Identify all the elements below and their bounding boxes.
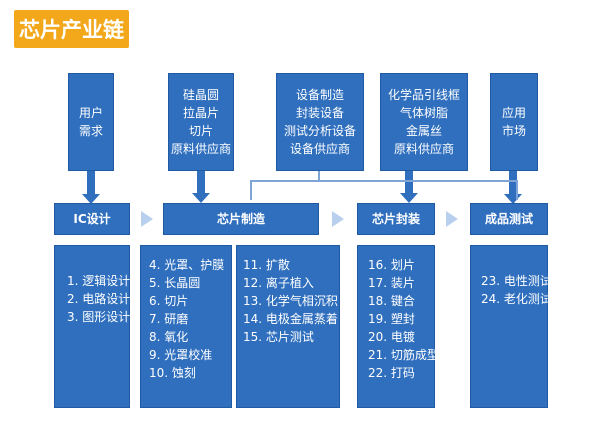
stage-fabrication: 芯片制造 — [163, 203, 319, 235]
step-item: 16. 划片 — [368, 258, 415, 272]
stage-label: IC设计 — [73, 212, 111, 226]
fab-steps-box-a: 4. 光罩、护膜 5. 长晶圆 6. 切片 7. 研磨 8. 氧化 9. 光罩校… — [140, 245, 232, 408]
connector-line — [516, 180, 518, 200]
connector-line — [318, 171, 320, 181]
step-item: 24. 老化测试 — [481, 292, 552, 306]
down-arrow-icon — [82, 194, 100, 204]
down-arrow-icon — [400, 193, 418, 203]
box-line: 测试分析设备 — [283, 124, 356, 138]
stage-final-test: 成品测试 — [470, 203, 548, 235]
box-line: 原料供应商 — [170, 142, 231, 156]
step-item: 6. 切片 — [149, 294, 189, 308]
box-line: 设备供应商 — [289, 142, 350, 156]
step-item: 2. 电路设计 — [67, 292, 131, 306]
stage-label: 成品测试 — [484, 212, 533, 226]
step-item: 11. 扩散 — [243, 258, 290, 272]
down-arrow-icon — [192, 193, 210, 203]
chemicals-box: 化学品引线框 气体树脂 金属丝 原料供应商 — [380, 73, 468, 171]
step-item: 9. 光罩校准 — [149, 348, 213, 362]
step-item: 17. 装片 — [368, 276, 415, 290]
step-item: 20. 电镀 — [368, 330, 415, 344]
user-demand-box: 用户 需求 — [68, 73, 114, 171]
design-steps-box: 1. 逻辑设计 2. 电路设计 3. 图形设计 — [54, 245, 130, 408]
page-title: 芯片产业链 — [14, 10, 129, 48]
box-line: 气体树脂 — [399, 106, 448, 120]
right-chevron-icon — [332, 211, 344, 227]
step-item: 10. 蚀刻 — [149, 366, 196, 380]
fab-steps-box-b: 11. 扩散 12. 离子植入 13. 化学气相沉积 14. 电极金属蒸着 15… — [236, 245, 340, 408]
step-item: 4. 光罩、护膜 — [149, 258, 225, 272]
equipment-box: 设备制造 封装设备 测试分析设备 设备供应商 — [276, 73, 364, 171]
down-arrow-icon — [504, 194, 522, 204]
stage-ic-design: IC设计 — [54, 203, 130, 235]
box-line: 封装设备 — [295, 106, 344, 120]
stage-label: 芯片封装 — [371, 212, 420, 226]
box-line: 切片 — [188, 124, 213, 138]
stage-packaging: 芯片封装 — [357, 203, 435, 235]
step-item: 14. 电极金属蒸着 — [243, 312, 338, 326]
step-item: 18. 键合 — [368, 294, 415, 308]
stage-label: 芯片制造 — [216, 212, 265, 226]
box-line: 硅晶圆 — [182, 88, 219, 102]
right-chevron-icon — [446, 211, 458, 227]
box-line: 拉晶片 — [182, 106, 219, 120]
arrow-shaft — [197, 171, 205, 193]
box-line: 应用 — [501, 106, 526, 120]
box-line: 金属丝 — [405, 124, 442, 138]
arrow-shaft — [405, 171, 413, 193]
arrow-shaft — [509, 171, 517, 195]
connector-line — [250, 180, 252, 200]
box-line: 原料供应商 — [393, 142, 454, 156]
box-line: 市场 — [501, 124, 526, 138]
materials-box: 硅晶圆 拉晶片 切片 原料供应商 — [168, 73, 234, 171]
step-item: 15. 芯片测试 — [243, 330, 314, 344]
step-item: 3. 图形设计 — [67, 310, 131, 324]
step-item: 1. 逻辑设计 — [67, 274, 131, 288]
step-item: 8. 氧化 — [149, 330, 189, 344]
connector-line — [250, 180, 518, 182]
box-line: 用户 — [78, 106, 103, 120]
test-steps-box: 23. 电性测试 24. 老化测试 — [470, 245, 552, 408]
box-line: 化学品引线框 — [387, 88, 460, 102]
arrow-shaft — [87, 171, 95, 195]
box-line: 需求 — [78, 124, 103, 138]
package-steps-box: 16. 划片 17. 装片 18. 键合 19. 塑封 20. 电镀 21. 切… — [357, 245, 439, 408]
step-item: 5. 长晶圆 — [149, 276, 201, 290]
market-box: 应用 市场 — [490, 73, 538, 171]
step-item: 22. 打码 — [368, 366, 415, 380]
step-item: 23. 电性测试 — [481, 274, 552, 288]
step-item: 19. 塑封 — [368, 312, 415, 326]
step-item: 7. 研磨 — [149, 312, 189, 326]
step-item: 13. 化学气相沉积 — [243, 294, 338, 308]
step-item: 21. 切筋成型 — [368, 348, 439, 362]
box-line: 设备制造 — [295, 88, 344, 102]
right-chevron-icon — [141, 211, 153, 227]
step-item: 12. 离子植入 — [243, 276, 314, 290]
